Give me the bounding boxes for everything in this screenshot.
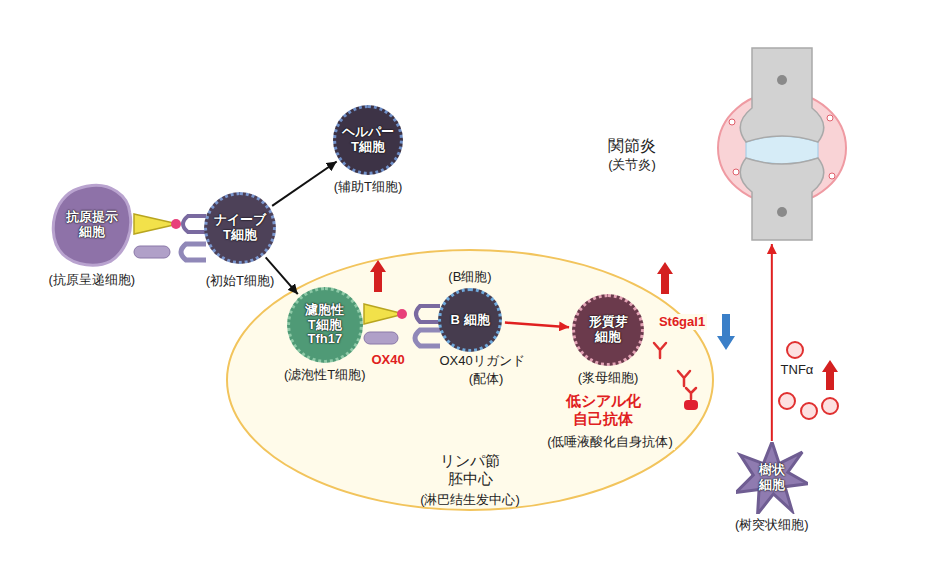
annotation-label: TNFα xyxy=(781,362,814,378)
antibody-symbol xyxy=(686,388,696,399)
arrow-connector xyxy=(505,323,569,328)
label-slot: 低シアル化 自己抗体 xyxy=(561,392,645,428)
label-slot: (配体) xyxy=(469,371,504,387)
germinal-center-ellipse xyxy=(227,250,713,510)
tnf-dots xyxy=(779,342,838,419)
cell-outline-path xyxy=(53,185,130,265)
increase-arrow xyxy=(822,360,838,390)
region-caption: (淋巴结生发中心) xyxy=(420,492,520,508)
cell-body: 形質芽 細胞 xyxy=(572,294,644,366)
cell-name: ヘルパー T細胞 xyxy=(340,125,396,155)
antibody-symbol xyxy=(654,343,666,358)
cell-name: ナイーブ T細胞 xyxy=(211,213,269,243)
arrow-connector xyxy=(771,244,773,441)
cell-name: 濾胞性 T細胞 Tfh17 xyxy=(294,303,356,348)
inflammation-spot xyxy=(733,169,739,175)
label-slot: St6gal1 xyxy=(657,314,707,330)
cd28-symbol xyxy=(181,244,206,260)
cell-caption: (树突状细胞) xyxy=(735,516,809,534)
ox40l-symbol xyxy=(415,330,440,346)
cell-name: 樹状 細胞 xyxy=(752,463,792,493)
cell-body: ヘルパー T細胞 xyxy=(333,105,403,175)
label-slot: OX40 xyxy=(371,352,404,368)
text-slot: (淋巴结生发中心) xyxy=(225,490,715,508)
receptor-symbol xyxy=(416,306,440,322)
tfh-bcell-receptors xyxy=(364,304,440,346)
increase-arrow xyxy=(370,260,386,292)
upper-bone xyxy=(740,48,824,142)
annotation-label: OX40リガンド xyxy=(439,353,524,369)
antibody-symbols xyxy=(654,343,696,399)
inflammation-spot xyxy=(827,115,833,121)
increase-arrow xyxy=(657,262,673,294)
cell-outline-path xyxy=(736,442,808,514)
joint-illustration xyxy=(718,48,846,240)
cell-node: B 細胞 (B细胞) xyxy=(438,268,502,352)
label-slot: (低唾液酸化自身抗体) xyxy=(545,434,675,450)
tnf-dot xyxy=(801,403,817,419)
tcr-symbol xyxy=(183,216,206,232)
cell-name: 形質芽 細胞 xyxy=(579,315,637,345)
cell-caption: (浆母细胞) xyxy=(578,369,639,387)
bone-dot xyxy=(777,75,787,85)
cell-body: 樹状 細胞 xyxy=(736,442,808,514)
cell-body: B 細胞 xyxy=(438,288,502,352)
inflammation-spot xyxy=(829,173,835,179)
tnf-dot xyxy=(822,398,838,414)
cell-node: 形質芽 細胞 (浆母细胞) xyxy=(572,294,644,387)
cell-caption: (抗原呈递细胞) xyxy=(49,271,136,289)
condition-caption: (关节炎) xyxy=(608,157,656,174)
cell-body: 抗原提示 細胞 xyxy=(49,182,135,268)
annotation-label: (低唾液酸化自身抗体) xyxy=(545,434,675,450)
annotation-label: 低シアル化 自己抗体 xyxy=(561,392,645,428)
cell-body: 濾胞性 T細胞 Tfh17 xyxy=(287,287,363,363)
text-slot: リンパ節 胚中心 xyxy=(225,452,715,488)
cell-name: B 細胞 xyxy=(445,313,495,328)
antibody-symbol xyxy=(678,371,690,386)
antigen-dot xyxy=(171,219,181,229)
text-column: 関節炎(关节炎) xyxy=(608,136,656,174)
antibody-blob xyxy=(684,400,698,410)
tnf-dot xyxy=(779,393,795,409)
cell-node: 樹状 細胞 (树突状细胞) xyxy=(735,442,809,534)
decrease-arrow xyxy=(717,314,735,350)
apc-tcell-receptors xyxy=(134,214,206,260)
cell-caption: (滤泡性T细胞) xyxy=(284,366,366,384)
lower-bone xyxy=(740,158,824,240)
bone-dot xyxy=(777,207,787,217)
annotation-label: OX40 xyxy=(371,352,404,368)
tnf-dot xyxy=(787,342,803,358)
inflammation-spot xyxy=(729,119,735,125)
cell-caption: (辅助T细胞) xyxy=(334,178,403,196)
ox40-symbol xyxy=(364,332,398,344)
costim-symbol xyxy=(134,246,170,258)
arrow-connector xyxy=(272,162,337,206)
cell-caption: (初始T细胞) xyxy=(206,272,275,290)
antigen-dot xyxy=(397,309,407,319)
annotation-label: St6gal1 xyxy=(657,314,707,330)
cell-node: 濾胞性 T細胞 Tfh17 (滤泡性T细胞) xyxy=(284,287,366,384)
label-slot: OX40リガンド xyxy=(439,353,524,369)
cell-node: ナイーブ T細胞 (初始T细胞) xyxy=(204,192,276,290)
joint-node: 関節炎(关节炎) xyxy=(600,48,852,242)
annotation-label: (配体) xyxy=(469,371,504,387)
cell-body: ナイーブ T細胞 xyxy=(204,192,276,264)
condition-name: 関節炎 xyxy=(608,136,656,157)
cell-caption: (B细胞) xyxy=(448,268,491,286)
cartilage xyxy=(746,136,818,164)
cell-node: 抗原提示 細胞 (抗原呈递细胞) xyxy=(49,182,136,289)
cell-name: 抗原提示 細胞 xyxy=(56,210,128,240)
label-slot: TNFα xyxy=(781,362,814,378)
cell-node: ヘルパー T細胞 (辅助T细胞) xyxy=(333,105,403,196)
region-title: リンパ節 胚中心 xyxy=(435,452,505,488)
